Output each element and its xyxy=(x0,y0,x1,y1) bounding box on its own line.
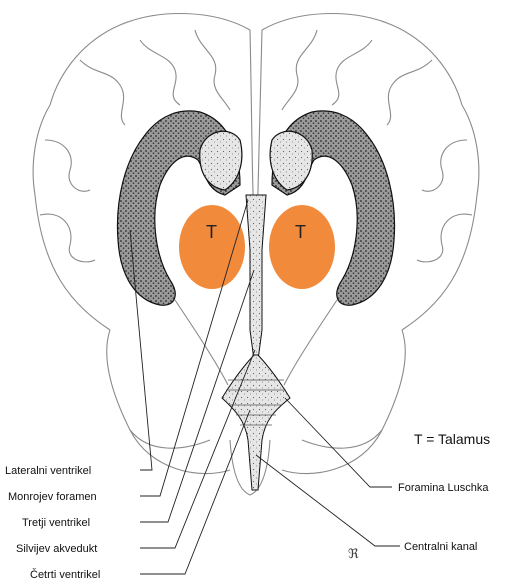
thalamus-left: T xyxy=(179,205,245,289)
thalamus-right: T xyxy=(269,205,335,289)
label-lateral-ventricle: Lateralni ventrikel xyxy=(5,465,91,477)
label-fourth-ventricle: Četrti ventrikel xyxy=(30,568,100,581)
thalamus-left-letter: T xyxy=(206,222,217,242)
leader-central-canal xyxy=(256,455,400,546)
label-central-canal: Centralni kanal xyxy=(404,541,477,553)
label-third-ventricle: Tretji ventrikel xyxy=(22,517,90,529)
leader-fourth xyxy=(140,410,250,574)
label-sylvian-aqueduct: Silvijev akvedukt xyxy=(16,543,97,555)
thalamus-left-shape xyxy=(179,205,245,289)
thalamus-right-letter: T xyxy=(295,222,306,242)
third-ventricle-shape xyxy=(246,195,266,360)
label-luschka-foramina: Foramina Luschka xyxy=(398,482,489,494)
fourth-ventricle-shape xyxy=(222,355,290,490)
thalamus-right-shape xyxy=(269,205,335,289)
signature-mark: ℜ xyxy=(348,547,359,562)
label-monro-foramen: Monrojev foramen xyxy=(8,491,97,503)
legend-text: T = Talamus xyxy=(414,431,490,447)
